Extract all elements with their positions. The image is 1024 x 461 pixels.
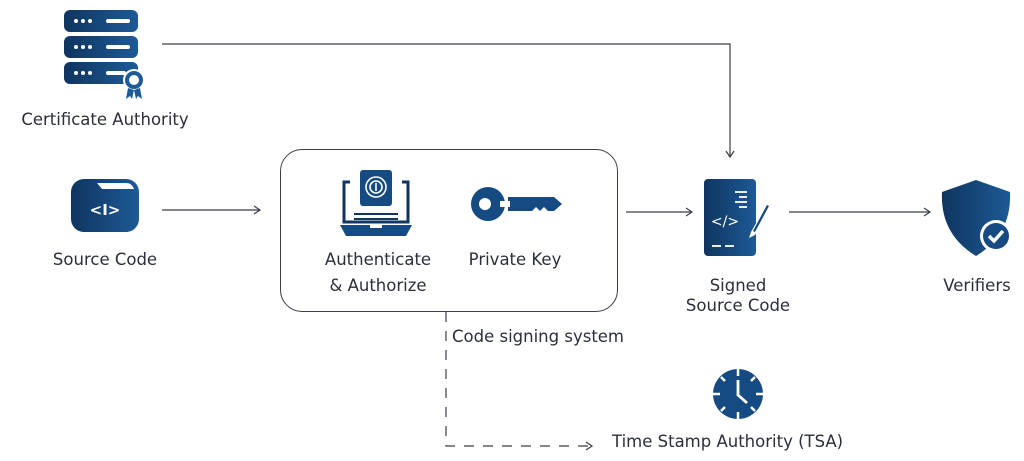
certificate-authority-label: Certificate Authority bbox=[21, 110, 189, 129]
shield-check-icon bbox=[941, 180, 1012, 256]
signed-document-icon: </> bbox=[704, 179, 773, 256]
clock-icon bbox=[713, 369, 763, 419]
verifiers-label: Verifiers bbox=[943, 276, 1011, 295]
signed-label-line1: Signed bbox=[709, 276, 767, 295]
svg-text:<I>: <I> bbox=[90, 201, 121, 219]
code-folder-icon: <I> bbox=[71, 179, 139, 232]
code-signing-system-label: Code signing system bbox=[452, 327, 625, 346]
authenticate-label-line1: Authenticate bbox=[324, 250, 432, 269]
signed-label-line2: Source Code bbox=[685, 296, 791, 315]
private-key-label: Private Key bbox=[468, 250, 562, 269]
server-certificate-icon bbox=[64, 10, 145, 99]
svg-text:</>: </> bbox=[711, 214, 739, 230]
system-to-tsa-dashed-arrow bbox=[445, 312, 594, 451]
source-code-label: Source Code bbox=[52, 250, 158, 269]
key-icon bbox=[471, 187, 562, 221]
authenticate-label-line2: & Authorize bbox=[329, 276, 427, 295]
code-signing-system-box bbox=[280, 149, 618, 312]
tsa-label: Time Stamp Authority (TSA) bbox=[612, 432, 844, 451]
laptop-fingerprint-icon bbox=[340, 170, 412, 236]
ca-to-signed-arrow bbox=[162, 43, 735, 159]
